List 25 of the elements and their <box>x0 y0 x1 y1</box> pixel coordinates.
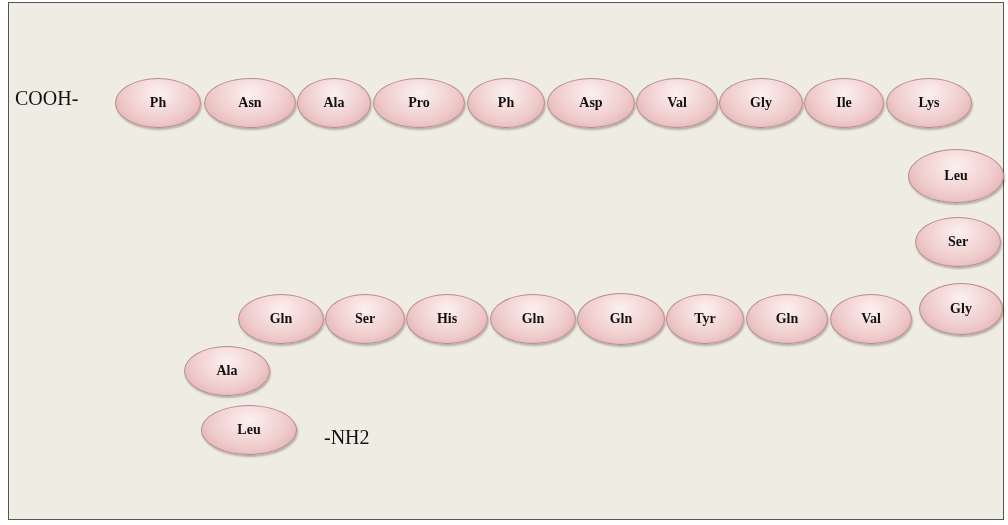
amino-acid-oval: Ph <box>115 78 201 128</box>
amino-acid-oval: Tyr <box>666 294 744 344</box>
amino-acid-oval: Gly <box>719 78 803 128</box>
amino-acid-oval: Gln <box>746 294 828 344</box>
amino-acid-oval: His <box>406 294 488 344</box>
amino-acid-oval: Leu <box>908 149 1004 203</box>
amino-acid-oval: Ala <box>297 78 371 128</box>
amino-acid-oval: Ser <box>915 217 1001 267</box>
amino-acid-oval: Ser <box>325 294 405 344</box>
amino-acid-oval: Val <box>830 294 912 344</box>
amino-acid-oval: Leu <box>201 405 297 455</box>
amino-acid-oval: Ph <box>467 78 545 128</box>
terminus-label: COOH- <box>15 87 79 110</box>
amino-acid-oval: Lys <box>886 78 972 128</box>
amino-acid-oval: Val <box>636 78 718 128</box>
amino-acid-oval: Asp <box>547 78 635 128</box>
amino-acid-oval: Gln <box>238 294 324 344</box>
amino-acid-oval: Gln <box>490 294 576 344</box>
amino-acid-oval: Ile <box>804 78 884 128</box>
amino-acid-oval: Pro <box>373 78 465 128</box>
amino-acid-oval: Gly <box>919 283 1003 335</box>
amino-acid-oval: Asn <box>204 78 296 128</box>
amino-acid-oval: Gln <box>577 293 665 345</box>
amino-acid-oval: Ala <box>184 346 270 396</box>
terminus-label: -NH2 <box>324 426 370 449</box>
